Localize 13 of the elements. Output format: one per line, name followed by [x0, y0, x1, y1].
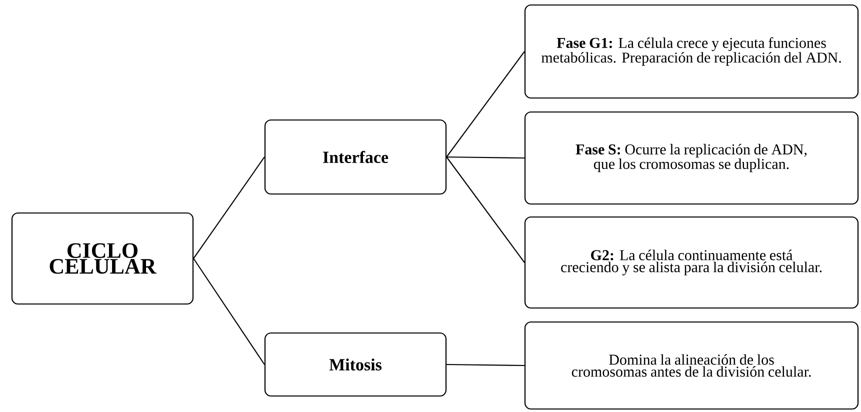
- description-box: Domina la alineación de los cromosomas antes de la división celular.: [524, 321, 859, 410]
- description-box: G2: La célula continuamente está creciendo y se alista para la división celular.: [524, 216, 859, 309]
- connector-line: [193, 258, 265, 365]
- description-box: Fase G1: La célula crece y ejecuta funciones metabólicas. Preparación de replicación del ADN.: [524, 4, 859, 99]
- title-box: CICLO CELULAR: [11, 212, 194, 305]
- phase-box: Mitosis: [264, 332, 447, 397]
- phase-box: Interface: [264, 119, 447, 195]
- connector-line: [446, 364, 524, 366]
- description-box: Fase S: Ocurre la replicación de ADN, que los cromosomas se duplican.: [524, 111, 859, 205]
- connector-line: [193, 156, 265, 259]
- connector-line: [446, 156, 524, 159]
- connector-line: [446, 51, 525, 158]
- connector-line: [446, 156, 525, 263]
